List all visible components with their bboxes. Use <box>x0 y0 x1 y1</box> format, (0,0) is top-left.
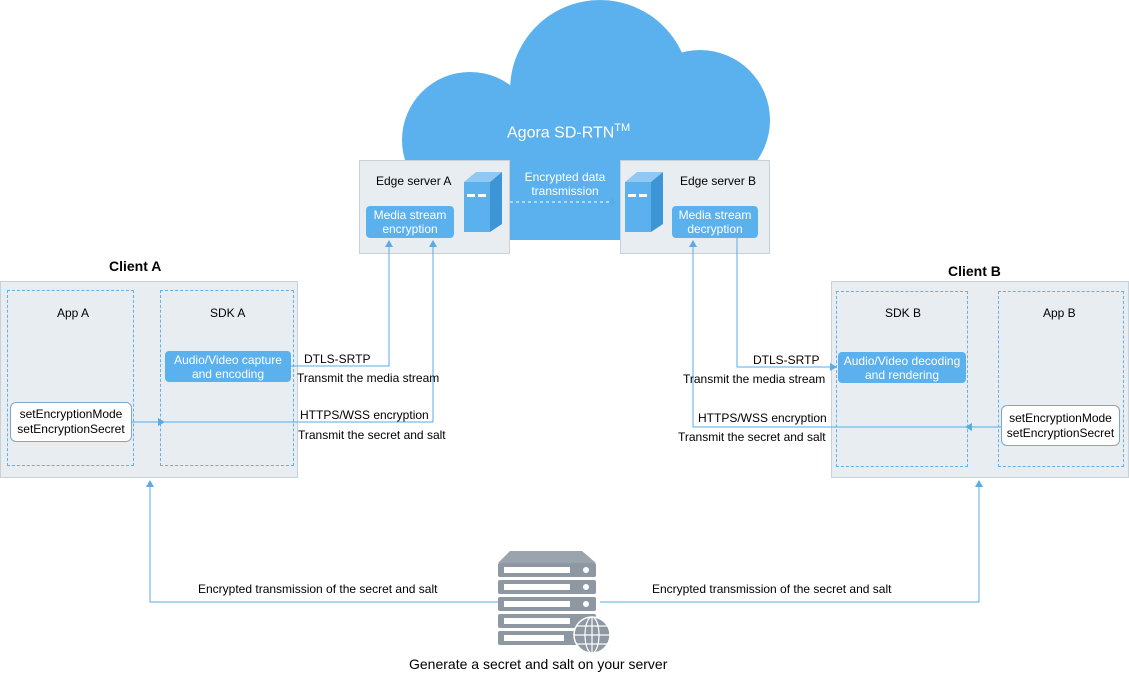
right-https-label: HTTPS/WSS encryption <box>698 411 827 425</box>
server-caption: Generate a secret and salt on your serve… <box>409 656 668 672</box>
app-b-area <box>998 291 1124 467</box>
left-media-label: Transmit the media stream <box>297 371 440 385</box>
sdk-a-area <box>160 290 294 466</box>
app-a-area <box>7 290 134 466</box>
bottom-right-label: Encrypted transmission of the secret and… <box>652 582 892 596</box>
sdk-a-label: SDK A <box>210 306 246 320</box>
media-stream-encryption-box: Media stream encryption <box>366 206 454 238</box>
client-b-title: Client B <box>948 263 1001 279</box>
left-secret-label: Transmit the secret and salt <box>298 428 446 442</box>
server-icon <box>464 172 502 232</box>
client-a-title: Client A <box>109 258 162 274</box>
client-b-encryption-api: setEncryptionMode setEncryptionSecret <box>1001 405 1120 446</box>
edge-server-a-title: Edge server A <box>376 174 452 188</box>
sdk-b-label: SDK B <box>885 306 922 320</box>
edge-server-b-title: Edge server B <box>680 174 757 188</box>
sdk-b-area <box>836 291 968 467</box>
app-b-label: App B <box>1043 306 1076 320</box>
media-stream-decryption-box: Media stream decryption <box>672 206 758 238</box>
left-https-label: HTTPS/WSS encryption <box>300 408 429 422</box>
client-a-encryption-api: setEncryptionMode setEncryptionSecret <box>10 402 132 442</box>
left-dtls-label: DTLS-SRTP <box>304 352 371 366</box>
edge-link-label: Encrypted data transmission <box>524 170 606 198</box>
decoding-rendering-box: Audio/Video decoding and rendering <box>838 352 966 383</box>
right-secret-label: Transmit the secret and salt <box>678 430 826 444</box>
server-icon <box>625 172 663 232</box>
right-dtls-label: DTLS-SRTP <box>753 353 820 367</box>
server-rack-icon <box>498 551 611 654</box>
cloud-title: Agora SD-RTNTM <box>507 122 631 142</box>
right-media-label: Transmit the media stream <box>683 372 826 386</box>
capture-encoding-box: Audio/Video capture and encoding <box>165 351 291 382</box>
app-a-label: App A <box>57 306 90 320</box>
bottom-left-label: Encrypted transmission of the secret and… <box>198 582 438 596</box>
